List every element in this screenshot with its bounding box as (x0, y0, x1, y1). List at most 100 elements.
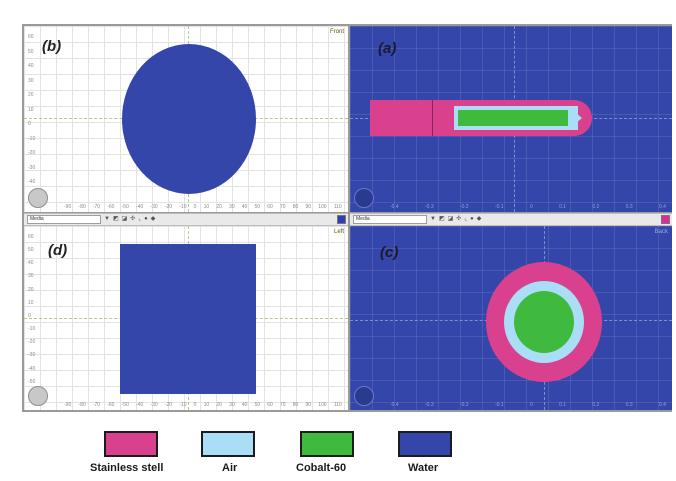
window-toggle-icon[interactable] (661, 215, 670, 224)
x-tick-label: -0.3 (424, 204, 434, 210)
view-tool-icon[interactable]: ◩ (112, 216, 119, 222)
media-select[interactable]: Media (353, 215, 427, 224)
axis-gizmo-icon[interactable] (354, 386, 374, 406)
view-tool-icon[interactable]: ● (144, 216, 148, 222)
view-tool-icon[interactable]: ✣ (130, 216, 136, 222)
x-tick-label: -0.4 (390, 402, 399, 408)
x-tick-label: 110 (333, 204, 342, 210)
x-tick-label: 90 (305, 204, 312, 210)
y-tick-label: -10 (28, 135, 36, 142)
y-tick-label: 10 (28, 106, 34, 113)
cobalt-60-source (458, 110, 570, 126)
x-tick-label: 0.1 (559, 402, 567, 408)
x-tick-label: 100 (318, 204, 327, 210)
water-cylinder-front (122, 44, 256, 194)
x-tick-label: -0.1 (494, 402, 504, 408)
x-tick-label: 0.4 (659, 402, 666, 408)
x-tick-label: -40 (136, 204, 144, 210)
x-tick-label: -0.3 (424, 402, 434, 408)
y-tick-label: 60 (28, 34, 34, 40)
x-tick-label: 0.4 (659, 204, 666, 210)
x-tick-label: -60 (107, 402, 115, 408)
legend-label-air: Air (222, 462, 238, 474)
view-tool-icon[interactable]: ◆ (150, 216, 156, 222)
window-toggle-icon[interactable] (337, 215, 346, 224)
view-tool-icon[interactable]: ⌞ (464, 216, 468, 222)
cobalt-60-core (514, 291, 574, 353)
axis-gizmo-icon[interactable] (28, 386, 48, 406)
x-tick-label: 60 (267, 402, 273, 408)
x-tick-label: 30 (229, 204, 235, 210)
viewport-left[interactable]: (d) Left 6050403020100-10-20-30-40-50-60… (24, 226, 348, 410)
media-select[interactable]: Media (27, 215, 101, 224)
x-tick-label: -30 (150, 204, 158, 210)
x-tick-label: 70 (280, 402, 286, 408)
view-tool-icon[interactable]: ◆ (476, 216, 482, 222)
x-tick-label: -20 (164, 204, 173, 210)
y-tick-label: 30 (28, 273, 34, 280)
view-tool-icon[interactable]: ◪ (447, 216, 454, 222)
x-tick-label: 20 (216, 204, 222, 210)
x-tick-label: -70 (92, 402, 101, 408)
view-tool-icon[interactable]: ◩ (438, 216, 445, 222)
x-tick-label: -50 (121, 204, 129, 210)
x-tick-label: 0.1 (559, 204, 567, 210)
x-tick-label: 30 (229, 402, 235, 408)
y-tick-label: -40 (28, 365, 36, 372)
x-tick-label: 100 (318, 402, 327, 408)
view-tool-icon[interactable]: ● (470, 216, 474, 222)
x-tick-label: 10 (203, 402, 210, 408)
x-tick-label: -10 (179, 204, 187, 210)
legend-swatch-air (201, 431, 255, 457)
legend-swatch-stainless (104, 431, 158, 457)
x-tick-label: 110 (333, 402, 342, 408)
y-tick-label: -20 (28, 339, 36, 346)
x-tick-label: 40 (241, 204, 248, 210)
view-name-back: Back (654, 229, 668, 235)
x-tick-label: 20 (216, 402, 222, 408)
y-tick-label: -50 (28, 378, 36, 385)
x-tick-label: 0 (193, 204, 197, 210)
y-tick-label: 50 (28, 48, 34, 55)
view-tool-icon[interactable]: ◪ (121, 216, 128, 222)
x-tick-label: 80 (292, 402, 299, 408)
panel-label-c: (c) (380, 244, 399, 261)
x-tick-label: 90 (305, 402, 312, 408)
view-tool-icon[interactable]: ✣ (456, 216, 462, 222)
cone-tip-icon (568, 106, 582, 130)
panel-label-b: (b) (42, 38, 62, 55)
y-tick-label: 50 (28, 247, 34, 254)
y-tick-label: -30 (28, 164, 36, 171)
view-tool-icon[interactable]: ⌞ (138, 216, 142, 222)
legend-swatch-water (398, 431, 452, 457)
x-tick-label: -80 (78, 204, 86, 210)
x-tick-label: -0.4 (390, 204, 399, 210)
y-tick-label: -30 (28, 352, 36, 359)
dropdown-arrow-icon[interactable]: ▼ (430, 216, 436, 222)
x-tick-label: 0 (193, 402, 197, 408)
x-tick-label: 0 (529, 204, 533, 210)
x-tick-label: -90 (64, 402, 72, 408)
panel-label-a: (a) (378, 40, 397, 57)
y-tick-label: -20 (28, 150, 36, 157)
x-tick-label: 10 (203, 204, 210, 210)
y-tick-label: 10 (28, 299, 34, 306)
y-tick-label: 30 (28, 77, 34, 84)
axis-gizmo-icon[interactable] (28, 188, 48, 208)
view-toolbar-left: Media ▼ ◩ ◪ ✣ ⌞ ● ◆ (24, 213, 348, 226)
x-tick-label: -30 (150, 402, 158, 408)
axis-gizmo-icon[interactable] (354, 188, 374, 208)
x-tick-label: 0.2 (592, 402, 600, 408)
y-tick-label: 20 (28, 286, 34, 293)
x-tick-label: 0 (529, 402, 533, 408)
dropdown-arrow-icon[interactable]: ▼ (104, 216, 110, 222)
x-tick-label: -20 (164, 402, 173, 408)
x-tick-label: 50 (254, 402, 261, 408)
view-name-left: Left (333, 229, 344, 235)
